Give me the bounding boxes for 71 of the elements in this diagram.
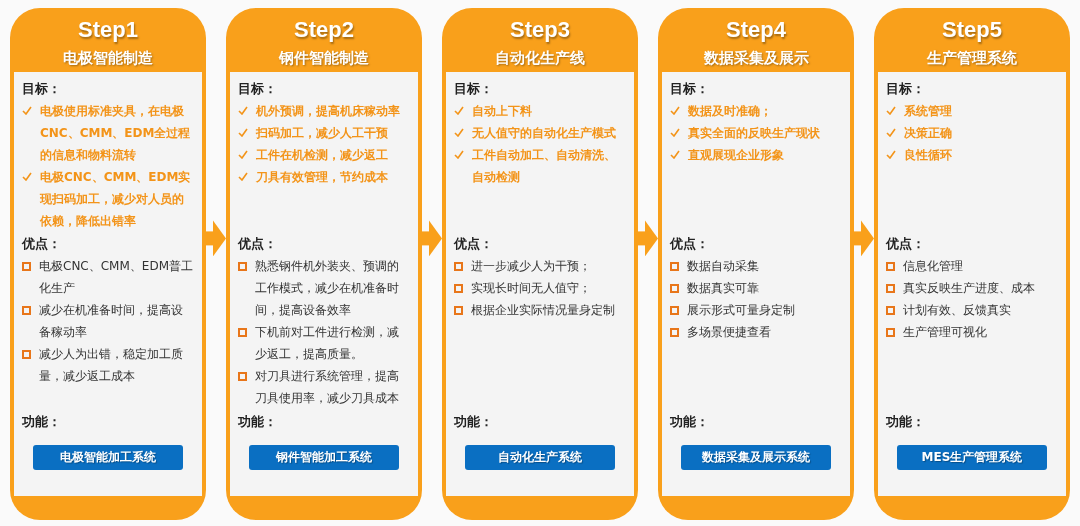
step-number: Step4 — [726, 16, 786, 44]
goal-item: 电极CNC、CMM、EDM实现扫码加工，减少对人员的依赖，降低出错率 — [40, 169, 192, 230]
step-title: 钢件智能制造 — [279, 48, 369, 68]
step-card — [226, 8, 422, 520]
step-card — [658, 8, 854, 520]
step-title: 电极智能制造 — [63, 48, 153, 68]
advantage-item: 多场景便捷查看 — [687, 324, 772, 341]
step-title: 生产管理系统 — [927, 48, 1017, 68]
advantage-item: 数据真实可靠 — [687, 280, 760, 297]
step-card — [10, 8, 206, 520]
goal-item: 机外预调，提高机床稼动率 — [256, 103, 401, 120]
goal-item: 无人值守的自动化生产模式 — [472, 125, 617, 142]
arrow — [638, 220, 658, 257]
section-heading: 目标： — [238, 80, 277, 98]
arrow — [422, 220, 442, 257]
section-heading: 目标： — [22, 80, 61, 98]
section-heading: 功能： — [238, 413, 277, 431]
arrow — [206, 220, 226, 257]
section-heading: 功能： — [22, 413, 61, 431]
advantage-item: 生产管理可视化 — [903, 324, 988, 341]
advantage-item: 减少在机准备时间，提高设备稼动率 — [39, 302, 184, 341]
goal-item: 工件自动加工、自动清洗、自动检测 — [472, 147, 617, 186]
section-heading: 功能： — [454, 413, 493, 431]
section-heading: 优点： — [22, 235, 61, 253]
step-title: 数据采集及展示 — [703, 48, 809, 68]
advantage-item: 进一步减少人为干预； — [471, 258, 592, 275]
advantage-item: 根据企业实际情况量身定制 — [471, 302, 616, 319]
goal-item: 良性循环 — [904, 147, 953, 164]
goal-item: 数据及时准确； — [688, 103, 773, 120]
section-heading: 功能： — [886, 413, 925, 431]
system-button: MES生产管理系统 — [897, 445, 1047, 470]
advantage-item: 真实反映生产进度、成本 — [903, 280, 1036, 297]
section-heading: 目标： — [454, 80, 493, 98]
goal-item: 工件在机检测，减少返工 — [256, 147, 389, 164]
advantage-item: 电极CNC、CMM、EDM普工化生产 — [39, 258, 194, 297]
section-heading: 优点： — [454, 235, 493, 253]
section-heading: 优点： — [238, 235, 277, 253]
system-button: 钢件智能加工系统 — [249, 445, 399, 470]
goal-item: 刀具有效管理，节约成本 — [256, 169, 389, 186]
section-heading: 目标： — [886, 80, 925, 98]
advantage-item: 实现长时间无人值守； — [471, 280, 592, 297]
section-heading: 优点： — [886, 235, 925, 253]
goal-item: 系统管理 — [904, 103, 953, 120]
advantage-item: 对刀具进行系统管理，提高刀具使用率，减少刀具成本 — [255, 368, 400, 407]
section-heading: 目标： — [670, 80, 709, 98]
step-card — [442, 8, 638, 520]
step-number: Step3 — [510, 16, 570, 44]
advantage-item: 信息化管理 — [903, 258, 964, 275]
advantage-item: 下机前对工件进行检测，减少返工，提高质量。 — [255, 324, 400, 363]
arrow — [854, 220, 874, 257]
step-title: 自动化生产线 — [495, 48, 585, 68]
section-heading: 功能： — [670, 413, 709, 431]
advantage-item: 计划有效、反馈真实 — [903, 302, 1012, 319]
advantage-item: 展示形式可量身定制 — [687, 302, 796, 319]
advantage-item: 减少人为出错，稳定加工质量，减少返工成本 — [39, 346, 184, 385]
goal-item: 电极使用标准夹具，在电极CNC、CMM、EDM全过程的信息和物料流转 — [40, 103, 192, 164]
goal-item: 决策正确 — [904, 125, 953, 142]
advantage-item: 熟悉钢件机外装夹、预调的工作模式，减少在机准备时间，提高设备效率 — [255, 258, 400, 319]
system-button: 数据采集及展示系统 — [681, 445, 831, 470]
section-heading: 优点： — [670, 235, 709, 253]
step-card — [874, 8, 1070, 520]
step-number: Step1 — [78, 16, 138, 44]
goal-item: 自动上下料 — [472, 103, 533, 120]
advantage-item: 数据自动采集 — [687, 258, 760, 275]
goal-item: 直观展现企业形象 — [688, 147, 785, 164]
step-number: Step2 — [294, 16, 354, 44]
system-button: 电极智能加工系统 — [33, 445, 183, 470]
goal-item: 真实全面的反映生产现状 — [688, 125, 821, 142]
system-button: 自动化生产系统 — [465, 445, 615, 470]
goal-item: 扫码加工，减少人工干预 — [256, 125, 389, 142]
step-number: Step5 — [942, 16, 1002, 44]
